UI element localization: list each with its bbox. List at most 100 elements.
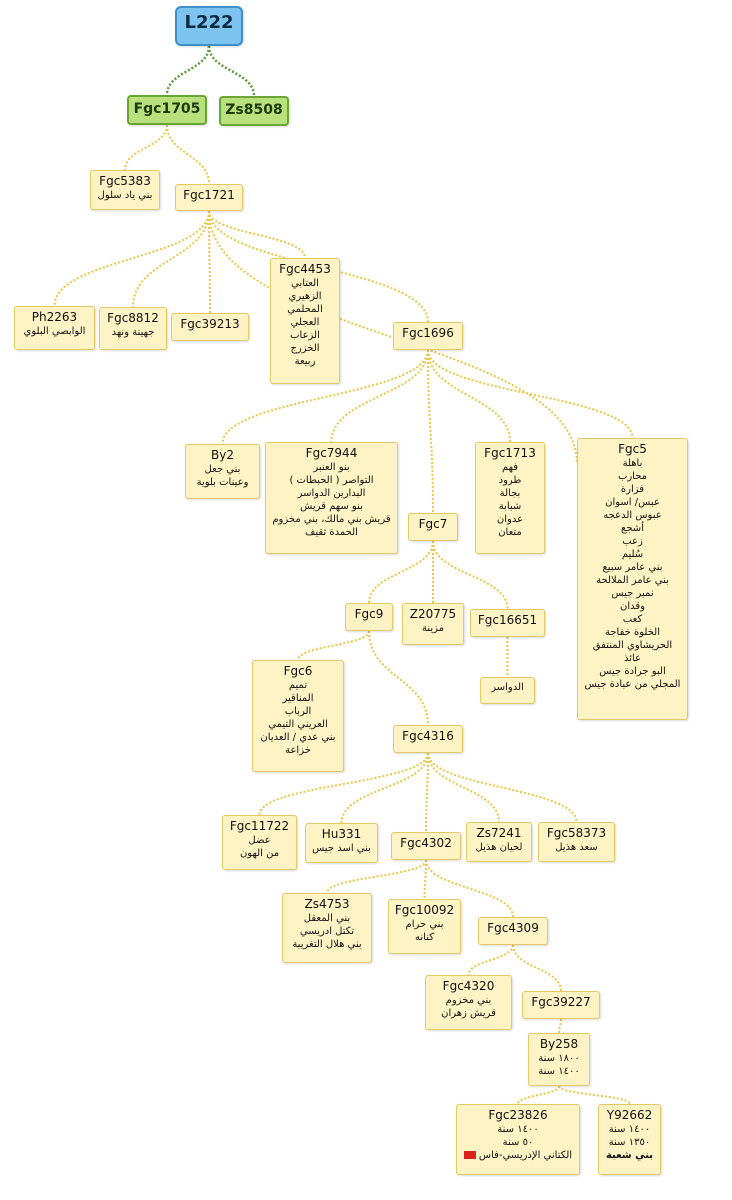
node-Fgc1721: Fgc1721 <box>175 184 243 211</box>
node-code: Fgc11722 <box>229 819 290 833</box>
node-label: فزارة <box>620 484 645 495</box>
node-label: الخزرج <box>290 343 320 354</box>
edge-L222-Zs8508 <box>207 45 256 97</box>
node-label: عائذ <box>623 653 642 664</box>
node-label: العتابي <box>291 278 319 289</box>
node-code: Fgc4320 <box>442 979 495 993</box>
node-L222: L222 <box>175 6 243 46</box>
node-label: المحلمي <box>287 304 323 315</box>
edge-Fgc9-Fgc6 <box>297 630 370 661</box>
node-label: بنو العنبر <box>313 462 350 473</box>
node-Fgc1696: Fgc1696 <box>393 322 463 350</box>
edge-Fgc1705-Fgc1721 <box>166 124 210 185</box>
edge-Fgc4309-Fgc39227 <box>512 944 562 992</box>
edge-Fgc1705-Fgc5383 <box>124 124 168 171</box>
edge-Fgc1721-Ph2263 <box>53 210 210 307</box>
node-label: العريني التيمي <box>268 719 328 730</box>
node-Fgc9: Fgc9 <box>345 603 393 631</box>
node-label: عدوان <box>496 514 524 525</box>
node-code: Fgc10092 <box>394 903 455 917</box>
node-label: سعد هذيل <box>555 842 598 853</box>
node-label: البو جرادة جيس <box>599 666 666 677</box>
node-code: Fgc4453 <box>279 262 331 276</box>
node-Fgc4316: Fgc4316 <box>393 725 463 753</box>
node-label: الدواسر <box>491 682 524 693</box>
node-label: بني عامر الملالحة <box>596 575 669 586</box>
node-code: Fgc6 <box>283 664 313 678</box>
edge-Fgc4302-Fgc4309 <box>425 859 514 918</box>
node-label: تكتل ادريسي <box>299 926 355 937</box>
node-code: Fgc9 <box>354 607 384 621</box>
node-label: قريش زهران <box>441 1008 496 1019</box>
edge-By258-Fgc23826 <box>517 1085 560 1105</box>
node-label: بني حرام <box>405 919 444 930</box>
node-label: شبابة <box>498 501 522 512</box>
node-label: الخلوة خفاجة <box>604 627 660 638</box>
node-Dawasir: الدواسر <box>480 677 535 704</box>
node-label: ١٣٥٠ سنة <box>608 1137 651 1148</box>
node-code: Fgc58373 <box>546 826 607 840</box>
node-label: أشجع <box>621 523 644 534</box>
node-label: عبوس الدعجه <box>603 510 662 521</box>
edge-Fgc4302-Fgc10092 <box>423 859 427 900</box>
node-code: Fgc5 <box>618 442 647 456</box>
node-label: من الهون <box>239 848 280 859</box>
edge-Fgc7-Fgc9 <box>368 540 434 604</box>
node-Fgc58373: Fgc58373 سعد هذيل <box>538 822 615 862</box>
node-label: الكتاني الإدريسي-فاس <box>461 1149 575 1162</box>
node-label: مزينة <box>421 623 445 634</box>
node-label: ربيعة <box>294 356 316 367</box>
edge-Fgc4309-Fgc4320 <box>467 944 514 976</box>
node-label: بني عامر سبيع <box>602 562 663 573</box>
node-label: بني جعل <box>204 464 241 475</box>
node-label: باهلة <box>622 458 643 469</box>
edge-Fgc1696-Fgc7944 <box>330 349 429 443</box>
edge-Fgc4316-Fgc4302 <box>425 752 429 833</box>
edge-Fgc4316-Fgc58373 <box>427 752 578 823</box>
node-Z20775: Z20775 مزينة <box>402 603 464 645</box>
node-label: كعب <box>622 614 643 625</box>
node-label: لحيان هذيل <box>475 842 523 853</box>
node-code: Fgc1721 <box>183 188 235 202</box>
node-label: خزاعة <box>285 745 311 756</box>
node-Fgc39213: Fgc39213 <box>171 313 249 341</box>
node-code: Z20775 <box>409 607 457 621</box>
node-code: Zs8508 <box>225 102 283 118</box>
node-label: بجالة <box>499 488 521 499</box>
edge-Fgc1721-Fgc5 <box>208 210 578 465</box>
node-code: Zs7241 <box>476 826 522 840</box>
node-label: بني هلال التغريبة <box>292 939 362 950</box>
node-label: قريش بني مالك، بني مخزوم <box>272 514 391 525</box>
node-label: التواصر ( الحبطات ) <box>289 475 374 486</box>
edge-By258-Y92662 <box>558 1085 631 1105</box>
node-label: عضل <box>248 835 271 846</box>
node-label: سُليم <box>621 549 644 560</box>
edge-Fgc1721-Fgc39213 <box>208 210 211 314</box>
node-code: Fgc8812 <box>107 311 159 325</box>
flag-icon <box>463 1151 476 1159</box>
node-label: ١٤٠٠ سنة <box>608 1124 651 1135</box>
node-code: Ph2263 <box>31 310 78 324</box>
edge-Fgc1721-Fgc4453 <box>208 210 306 259</box>
edge-Fgc1696-Fgc5 <box>427 349 634 439</box>
node-label: بني عدي / العديان <box>260 732 336 743</box>
node-code: Fgc23826 <box>488 1108 548 1122</box>
node-code: By258 <box>539 1037 579 1051</box>
node-label: البدارين الدواسر <box>297 488 366 499</box>
node-Fgc4302: Fgc4302 <box>391 832 461 860</box>
node-code: Y92662 <box>606 1108 653 1122</box>
node-code: Fgc4316 <box>402 729 454 743</box>
edge-Fgc7-Fgc16651 <box>432 540 509 610</box>
edge-Fgc1696-Fgc1713 <box>427 349 511 443</box>
node-label: الزعاب <box>290 330 320 341</box>
node-label: متعان <box>498 527 522 538</box>
